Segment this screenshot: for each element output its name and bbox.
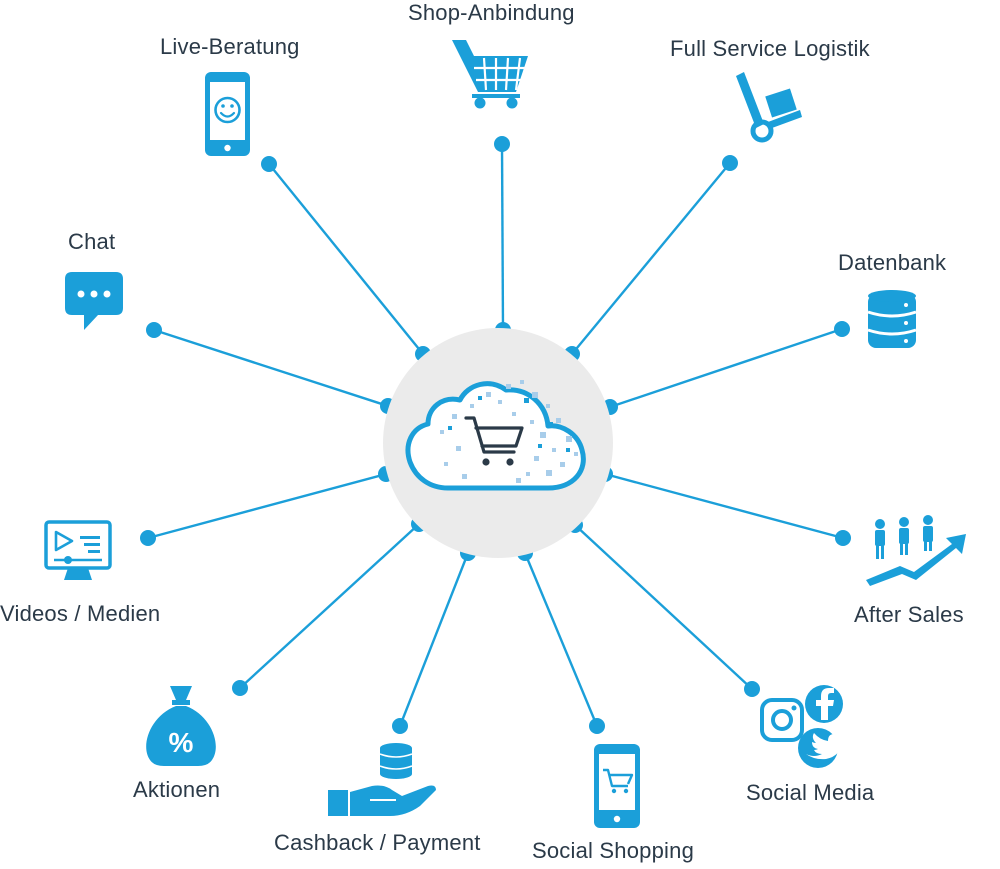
video-monitor-icon (44, 520, 112, 580)
hand-coins-icon (328, 743, 436, 816)
connector-chat (153, 328, 389, 408)
connector-social-media (574, 524, 753, 690)
growth-people-icon (866, 515, 966, 586)
node-dot-cashback-payment (392, 718, 408, 734)
node-dot-after-sales (835, 530, 851, 546)
hand-truck-icon (736, 72, 802, 143)
node-dot-live-beratung (261, 156, 277, 172)
percent-bag-icon: % (146, 686, 216, 766)
database-icon (867, 290, 917, 348)
node-dot-chat (146, 322, 162, 338)
node-dot-social-shopping (589, 718, 605, 734)
label-social-shopping: Social Shopping (532, 838, 695, 863)
smartphone-smiley-icon (205, 72, 250, 156)
connector-lines (140, 136, 851, 734)
node-dot-shop-anbindung (494, 136, 510, 152)
connector-full-service-logistik (571, 162, 731, 355)
node-dot-datenbank (834, 321, 850, 337)
twitter-icon (798, 728, 844, 768)
connector-cashback-payment (398, 552, 470, 727)
hub (383, 328, 613, 558)
svg-text:%: % (169, 727, 194, 758)
cloud-shopping-cart-icon (405, 380, 586, 491)
node-dot-social-media (744, 681, 760, 697)
label-live-beratung: Live-Beratung (160, 34, 300, 59)
node-dot-videos-medien (140, 530, 156, 546)
connector-social-shopping (523, 552, 599, 727)
node-dot-aktionen (232, 680, 248, 696)
label-social-media: Social Media (746, 780, 875, 805)
pixel-pattern (440, 380, 578, 483)
chat-bubble-icon (65, 272, 123, 330)
connector-after-sales (604, 472, 844, 540)
instagram-icon (760, 698, 804, 742)
connector-shop-anbindung (500, 143, 505, 331)
node-dot-full-service-logistik (722, 155, 738, 171)
label-aktionen: Aktionen (133, 777, 221, 802)
phone-cart-icon (594, 744, 640, 828)
facebook-icon (805, 685, 843, 723)
connector-live-beratung (268, 163, 424, 355)
label-chat: Chat (68, 229, 116, 254)
connector-datenbank (609, 327, 843, 409)
shopping-cart-icon (452, 40, 528, 109)
connector-videos-medien (147, 472, 387, 540)
label-cashback-payment: Cashback / Payment (274, 830, 481, 855)
label-videos-medien: Videos / Medien (0, 601, 161, 626)
label-shop-anbindung: Shop-Anbindung (408, 0, 575, 25)
label-after-sales: After Sales (854, 602, 964, 627)
connector-aktionen (239, 523, 420, 689)
pixel-pattern-accent (448, 396, 570, 452)
label-full-service-logistik: Full Service Logistik (670, 36, 870, 61)
social-media-icons (760, 685, 844, 768)
label-datenbank: Datenbank (838, 250, 947, 275)
